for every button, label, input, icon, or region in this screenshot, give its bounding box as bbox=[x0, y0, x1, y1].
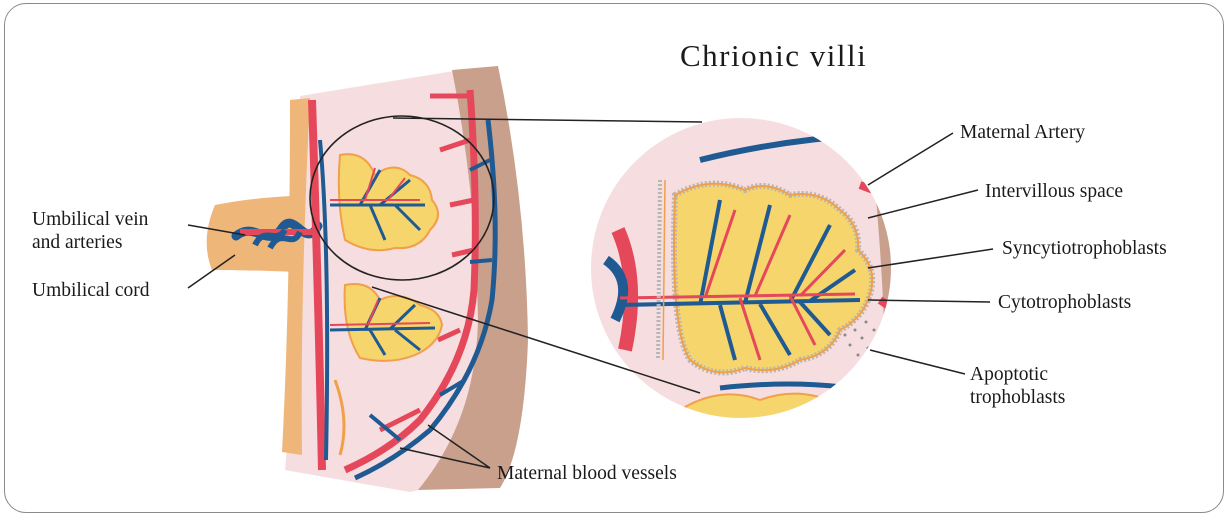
label-syncytiotrophoblasts: Syncytiotrophoblasts bbox=[1002, 237, 1167, 260]
label-maternal-blood-vessels: Maternal blood vessels bbox=[497, 462, 677, 485]
label-cytotrophoblasts: Cytotrophoblasts bbox=[998, 291, 1131, 314]
label-apoptotic-trophoblasts: Apoptotic trophoblasts bbox=[970, 363, 1065, 409]
zoomed-villus bbox=[590, 117, 913, 430]
label-umbilical-cord: Umbilical cord bbox=[32, 279, 150, 302]
label-intervillous-space: Intervillous space bbox=[985, 180, 1123, 203]
placenta-section bbox=[207, 66, 528, 492]
label-umbilical-vein: Umbilical vein and arteries bbox=[32, 208, 148, 254]
label-maternal-artery: Maternal Artery bbox=[960, 121, 1085, 144]
diagram-title: Chrionic villi bbox=[680, 38, 867, 74]
